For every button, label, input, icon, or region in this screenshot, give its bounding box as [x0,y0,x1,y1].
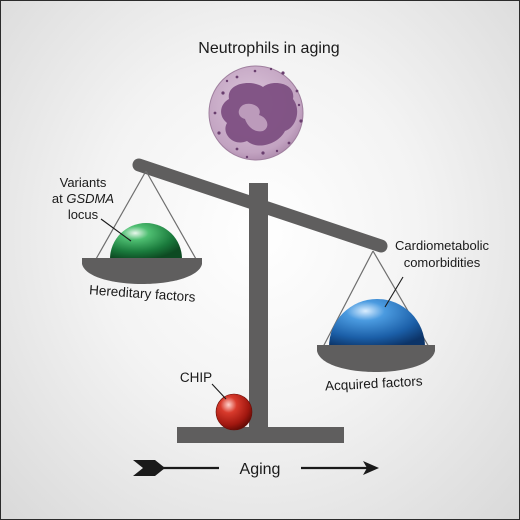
chip-label: CHIP [180,370,212,385]
chip-sphere [215,393,253,431]
left-pan-strings [95,170,197,260]
acquired-factors-label: Acquired factors [325,373,423,393]
cardio-label-line1: Cardiometabolic [395,238,489,253]
scale-post [249,183,268,429]
variants-label-line2: at GSDMA [52,191,114,206]
diagram-title: Neutrophils in aging [198,40,339,57]
hereditary-sphere [110,223,182,259]
hereditary-pan [82,258,202,284]
variants-label-line3: locus [68,207,99,222]
arrow-fletching-icon [133,460,165,476]
aging-arrow [133,460,379,476]
callout-lines [100,218,404,400]
cardio-label-line2: comorbidities [404,255,481,270]
variants-label-line1: Variants [60,175,107,190]
aging-label: Aging [240,461,281,478]
scale-base [177,427,344,443]
acquired-pan [317,345,435,372]
arrow-head-icon [363,461,379,475]
neutrophil-cell-icon [208,65,304,161]
hereditary-factors-label: Hereditary factors [89,282,197,304]
acquired-sphere [329,299,425,347]
